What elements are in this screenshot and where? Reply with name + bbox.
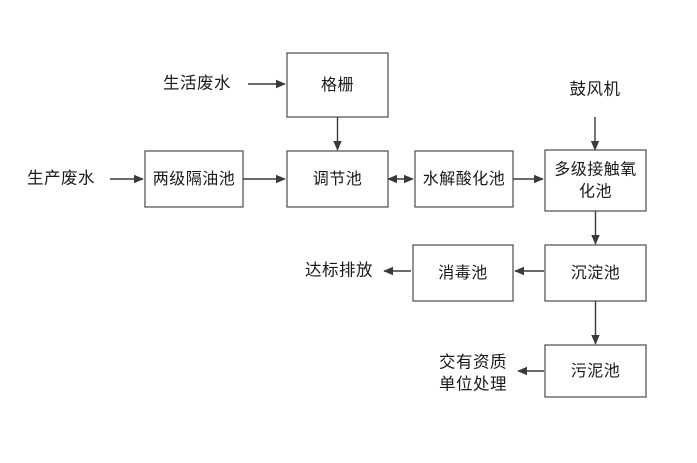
node-multistage-contact-oxidation-tank-label-line2: 化池 [579,182,612,201]
node-regulating-tank-box[interactable] [286,150,389,208]
label-qualified-unit-line1: 交有资质 [439,353,507,372]
label-qualified-unit-line2: 单位处理 [439,375,507,394]
node-regulating-tank-label: 调节池 [313,169,363,188]
node-sedimentation-tank-label: 沉淀池 [571,263,621,282]
node-multistage-contact-oxidation-tank-box[interactable] [544,149,647,212]
node-sedimentation-tank-box[interactable] [544,244,647,302]
node-disinfection-tank-label: 消毒池 [438,263,488,282]
label-domestic-wastewater: 生活废水 [163,74,231,93]
node-hydrolysis-acidification-tank-box[interactable] [414,150,514,208]
node-two-stage-oil-separator-box[interactable] [144,150,244,208]
node-disinfection-tank-box[interactable] [412,244,514,302]
node-two-stage-oil-separator-label: 两级隔油池 [153,169,236,188]
label-blower: 鼓风机 [570,80,621,99]
node-sludge-tank-label: 污泥池 [571,361,621,380]
node-hydrolysis-acidification-tank-label: 水解酸化池 [423,169,506,188]
label-compliant-discharge: 达标排放 [305,261,373,280]
label-production-wastewater: 生产废水 [27,169,95,188]
node-multistage-contact-oxidation-tank-label-line1: 多级接触氧 [554,160,637,179]
node-grating-label: 格栅 [321,75,354,94]
node-sludge-tank-box[interactable] [544,344,647,398]
